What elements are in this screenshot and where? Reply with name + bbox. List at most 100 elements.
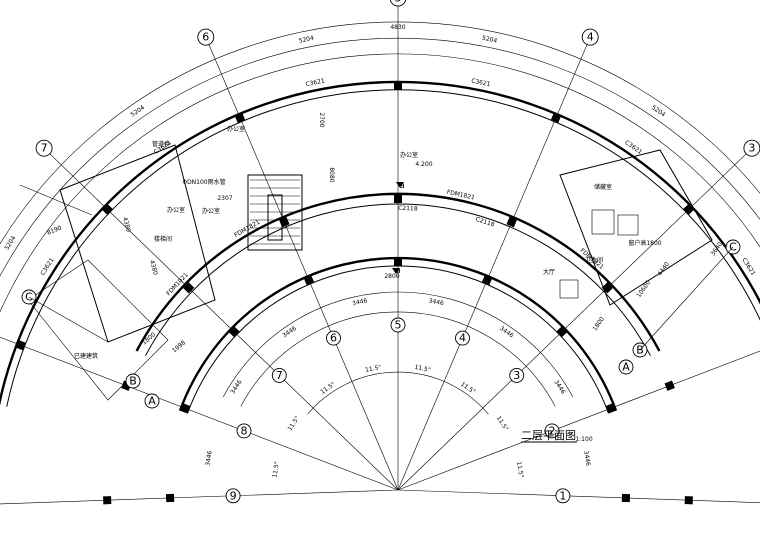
grid-axis-label: C [729, 241, 737, 254]
existing-building-label: 已建建筑 [74, 352, 98, 360]
window-tag: C3621 [305, 77, 326, 88]
inner-segment-dim: 3446 [204, 450, 213, 466]
column [481, 274, 493, 286]
column [556, 325, 568, 338]
existing-building-outline [27, 259, 169, 401]
axis-label-outer: 4 [587, 31, 594, 44]
axis-label-outer: 5 [395, 0, 402, 5]
angle-dim: 11.5° [271, 461, 281, 478]
angle-dim: 11.5° [515, 461, 525, 478]
angle-dim: 11.5° [459, 381, 476, 396]
column [179, 403, 191, 414]
column [550, 112, 562, 124]
outer-dim-arc-2 [0, 37, 760, 277]
left-wing-outline [59, 144, 216, 343]
hall-box [559, 279, 579, 299]
window-tag: C3621 [471, 77, 492, 88]
column [621, 493, 631, 503]
right-dim-1800: 1800 [592, 316, 607, 333]
left-dim-1998: 1998 [171, 339, 187, 354]
column [234, 112, 246, 124]
room-office-top: 办公室 [227, 125, 245, 133]
axis-bubble-outer [35, 139, 53, 157]
inner-segment-dim: 3446 [498, 325, 515, 340]
grid-axis-label: B [129, 375, 137, 388]
axis-bubble-inner [455, 330, 470, 346]
radial-axis-line [397, 489, 760, 503]
wc-box-1 [591, 209, 615, 235]
grid-bubble [125, 373, 141, 389]
inner-segment-dim: 3446 [552, 379, 566, 396]
grid-axis-label: A [148, 395, 156, 408]
axis-label-inner: 5 [395, 319, 402, 332]
axis-bubble-inner [225, 488, 241, 504]
right-dim-4440: 4440 [657, 261, 672, 278]
right-wing-outline [559, 149, 713, 306]
radial-axis-line [0, 489, 399, 505]
stair-core [267, 194, 283, 241]
axis-bubble-inner [390, 317, 406, 333]
axis-label-outer: 3 [748, 142, 755, 155]
room-stair: 楼梯间 [154, 235, 172, 243]
axis-label-inner: 1 [559, 489, 566, 502]
axis-label-inner: 4 [459, 332, 466, 345]
axis-bubble-inner [555, 488, 571, 504]
radius-dim-1: 8080 [328, 167, 335, 182]
drawing-scale: 1:100 [575, 436, 592, 443]
left-dim-8190: 8190 [46, 224, 63, 236]
drawing-title: 二层平面图 [521, 429, 576, 442]
corridor-width-dim: 2700 [318, 112, 325, 127]
grid-bubble [144, 393, 160, 409]
angle-dim: 11.5° [319, 381, 336, 396]
angle-dim: 11.5° [286, 415, 301, 433]
axis-bubble-inner [509, 367, 525, 383]
outer-dim-arc-3 [0, 53, 760, 313]
room-hall: 大厅 [543, 268, 555, 276]
column [101, 203, 114, 216]
axis-label-inner: 6 [330, 332, 337, 345]
radius-dim-3: 4380 [148, 259, 159, 276]
column [394, 195, 402, 203]
axis-label-inner: 2 [549, 424, 556, 437]
axis-bubble-outer [197, 28, 215, 46]
axis-bubble-inner [544, 423, 560, 439]
right-dim-10600: 10600 [635, 279, 652, 299]
section-triangle-2 [392, 268, 400, 274]
section-marker-a2: a [395, 266, 401, 276]
stair-well [247, 174, 303, 251]
room-office-mid: 办公室 [202, 207, 220, 215]
axis-label-outer: 7 [41, 142, 48, 155]
column [605, 403, 617, 414]
column [228, 325, 240, 338]
column [165, 493, 175, 503]
room-pipe-well: 管道井 [152, 140, 170, 148]
radial-axis-line [397, 44, 588, 491]
elevation-label: 4.200 [415, 161, 432, 168]
grid-bubble [618, 359, 634, 375]
axis-bubble-inner [326, 330, 341, 346]
grid-axis-label: A [622, 361, 630, 374]
angle-dim: 11.5° [495, 415, 510, 433]
grid-line-right [639, 246, 734, 351]
room-storage: 储藏室 [594, 183, 612, 191]
room-office-left: 办公室 [167, 206, 185, 214]
window-tag-c2118: C2118 [475, 216, 496, 229]
axis-label-outer: 6 [202, 31, 209, 44]
section-marker-a1: a [399, 181, 405, 191]
axis-label-inner: 9 [230, 489, 237, 502]
axis-label-inner: 8 [241, 424, 248, 437]
window-tag-c2118: C2118 [398, 205, 418, 213]
column [303, 274, 315, 286]
column [394, 82, 402, 90]
stair-width-dim: 2307 [217, 195, 232, 202]
column [183, 282, 195, 294]
room-wc: 卫生间 [585, 256, 603, 264]
column [664, 380, 675, 391]
axis-bubble-inner [271, 367, 287, 383]
grid-line-c-left [28, 296, 109, 343]
pipe-note: ΦDN100雨水管 [182, 178, 225, 186]
axis-bubble-inner [236, 423, 252, 439]
section-triangle-1 [396, 182, 404, 188]
room-office-center: 办公室 [400, 151, 418, 159]
